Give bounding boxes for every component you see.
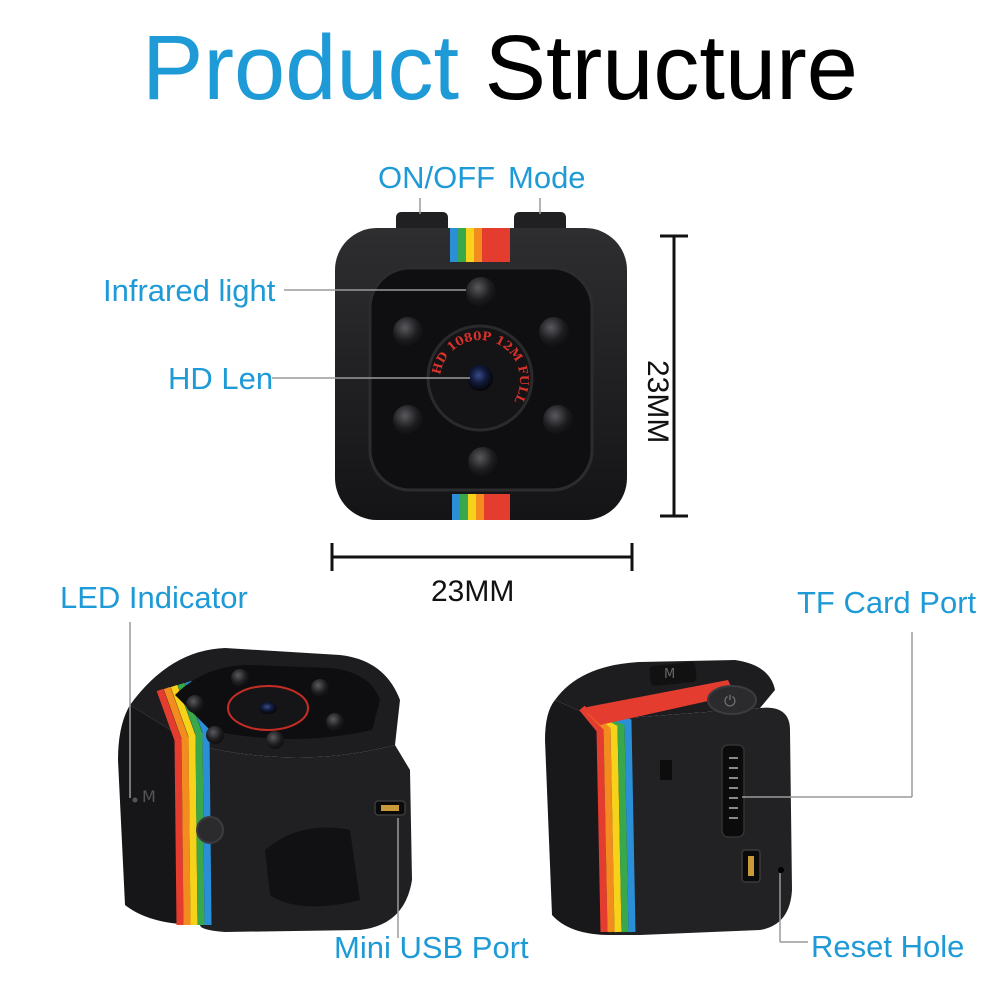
- label-led-indicator: LED Indicator: [60, 580, 248, 615]
- right-angled-camera: M ⏻: [545, 660, 792, 935]
- hd-lens: [467, 365, 493, 391]
- dimension-vertical: [660, 234, 688, 518]
- title-part-product: Product: [142, 17, 460, 119]
- dimension-height-label: 23MM: [641, 360, 674, 444]
- label-on-off: ON/OFF: [378, 160, 496, 195]
- infrared-led: [393, 317, 423, 347]
- infrared-led: [393, 405, 423, 435]
- leader-lines-bottom: [129, 622, 913, 943]
- infrared-led: [206, 726, 224, 744]
- left-angled-camera: M: [118, 648, 412, 932]
- infrared-led: [543, 405, 573, 435]
- label-hd-len: HD Len: [168, 361, 274, 396]
- right-cam-mode-button: [649, 662, 697, 686]
- right-cam-power-button: [707, 685, 757, 715]
- right-cam-tf-card-slot: [721, 744, 745, 838]
- label-infrared-light: Infrared light: [103, 273, 276, 308]
- label-tf-card-port: TF Card Port: [797, 585, 977, 620]
- label-reset-hole: Reset Hole: [811, 929, 965, 964]
- label-mini-usb-port: Mini USB Port: [334, 930, 529, 965]
- infrared-led: [466, 277, 496, 307]
- page-title: Product Structure: [0, 22, 1000, 114]
- right-cam-vent: [660, 760, 672, 780]
- infrared-led: [311, 679, 329, 697]
- usb-contacts: [381, 805, 399, 811]
- infrared-led: [266, 731, 284, 749]
- leader-lines-front: [272, 198, 541, 379]
- dimension-horizontal: [330, 543, 634, 571]
- left-cam-mode-mark: M: [142, 787, 156, 806]
- left-cam-clip-shadow: [265, 827, 360, 907]
- right-cam-side-face: [545, 700, 610, 935]
- usb-contacts: [748, 856, 754, 876]
- reset-hole: [778, 867, 784, 873]
- led-indicator: [132, 797, 138, 803]
- right-cam-power-mark: ⏻: [724, 692, 736, 710]
- right-cam-red-band: [582, 680, 735, 725]
- rainbow-stripe-top: [450, 228, 510, 262]
- rainbow-stripe-bottom: [452, 494, 510, 520]
- left-cam-lens: [259, 702, 277, 714]
- title-part-structure: Structure: [484, 17, 858, 119]
- infrared-led: [231, 669, 249, 687]
- label-mode: Mode: [508, 160, 586, 195]
- infrared-led: [539, 317, 569, 347]
- infrared-led: [326, 713, 344, 731]
- right-cam-mode-mark: M: [664, 667, 675, 682]
- left-cam-power-button: [196, 816, 224, 844]
- front-camera: HD 1080P 12M FULL: [335, 212, 627, 520]
- infrared-led: [468, 447, 498, 477]
- dimension-width-label: 23MM: [431, 575, 515, 608]
- infrared-led: [186, 695, 204, 713]
- tf-card-contacts: [729, 757, 738, 819]
